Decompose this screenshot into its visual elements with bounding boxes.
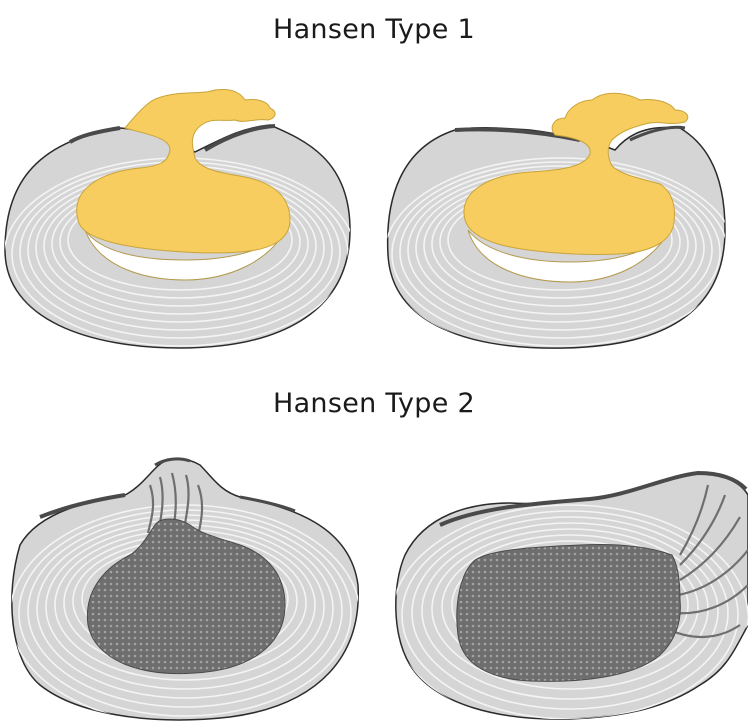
hansen-type-1-title: Hansen Type 1 — [0, 14, 748, 45]
degenerate-nucleus — [457, 544, 681, 681]
hansen-type-2-left-disc — [0, 455, 368, 727]
hansen-type-1-right-disc — [380, 80, 748, 355]
hansen-type-2-right-disc — [380, 455, 748, 727]
hansen-type-2-title: Hansen Type 2 — [0, 388, 748, 419]
hansen-type-1-left-disc — [0, 80, 368, 355]
